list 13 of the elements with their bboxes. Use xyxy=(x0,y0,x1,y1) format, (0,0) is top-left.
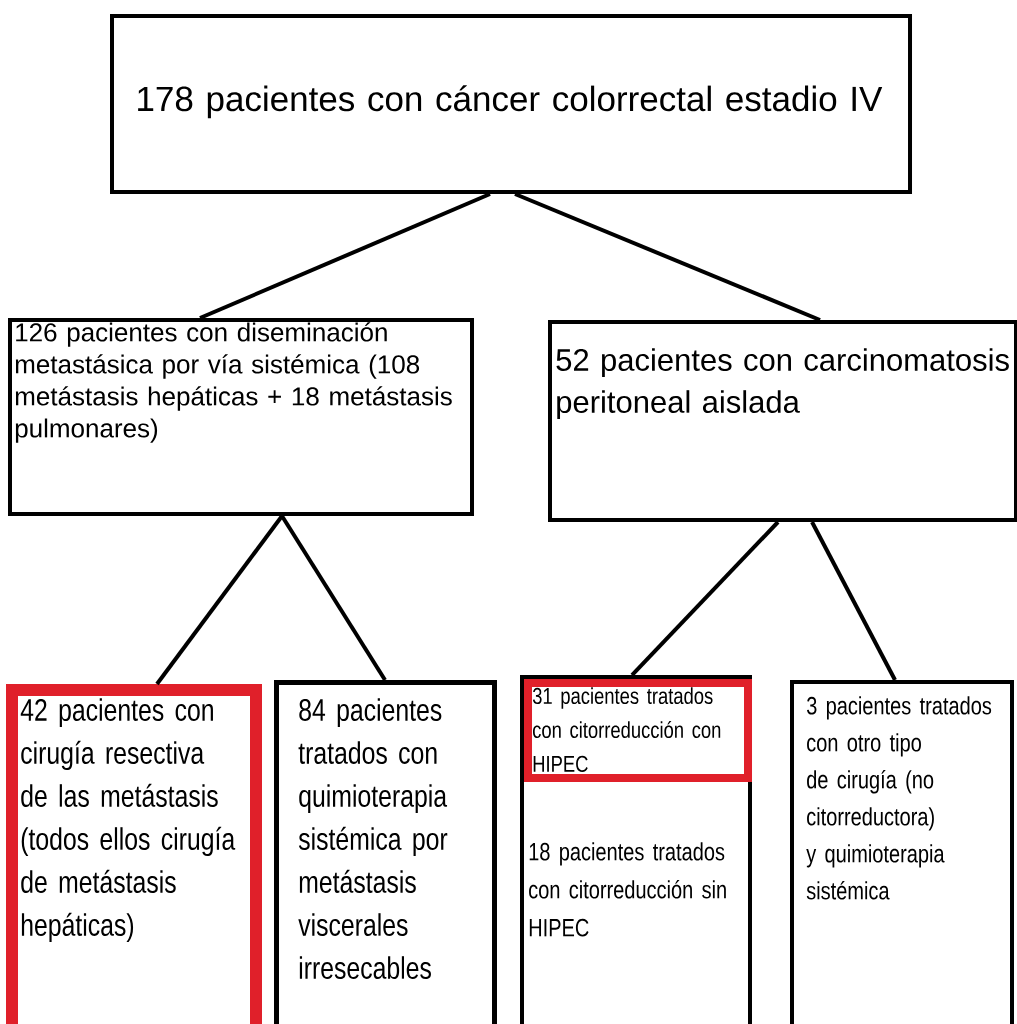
connector-line xyxy=(630,520,780,677)
text-box: 84 pacientes tratados con quimioterapia sistémica por metástasis viscerales irresecables xyxy=(274,680,497,1024)
highlighted-box: 42 pacientes con cirugía resectiva de las metástasis (todos ellos cirugía de metástasis hepáticas) xyxy=(6,684,262,1024)
connector-line xyxy=(810,521,897,681)
text-box: 126 pacientes con diseminación metastásica por vía sistémica (108 metástasis hepáticas + 18 metástasis pulmonares) xyxy=(8,318,474,516)
connector-line xyxy=(155,514,284,686)
text-box: 52 pacientes con carcinomatosis peritoneal aislada xyxy=(548,320,1017,522)
highlighted-box: 31 pacientes tratados con citorreducción con HIPEC xyxy=(524,679,752,782)
text-box: 3 pacientes tratados con otro tipo de cirugía (no citorreductora) y quimioterapia sistémica xyxy=(790,680,1014,1024)
text-box: 178 pacientes con cáncer colorrectal estadio IV xyxy=(110,14,912,194)
connector-line xyxy=(514,192,821,322)
connector-line xyxy=(280,514,387,682)
connector-line xyxy=(199,192,491,320)
